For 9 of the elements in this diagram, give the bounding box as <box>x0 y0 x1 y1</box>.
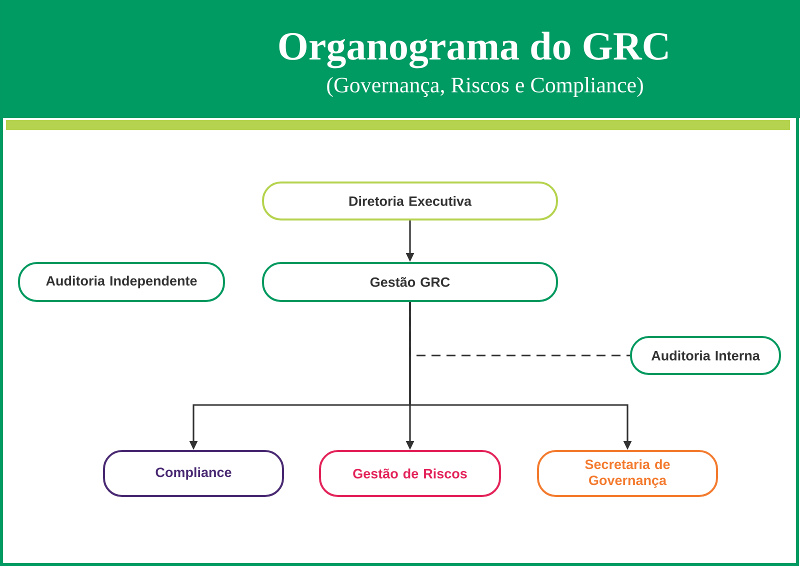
role-box: Gestão GRC <box>262 262 558 302</box>
role-box: Compliance <box>103 450 284 497</box>
subtitle: (Governança, Riscos e Compliance) <box>327 77 643 97</box>
title: Organograma do GRC <box>279 32 668 68</box>
role-box: Secretaria de Governança <box>537 450 718 497</box>
role-box: Auditoria Independente <box>18 262 225 302</box>
role-box: Gestão de Riscos <box>319 450 501 497</box>
role-box: Diretoria Executiva <box>262 182 558 220</box>
role-box: Auditoria Interna <box>630 336 781 375</box>
